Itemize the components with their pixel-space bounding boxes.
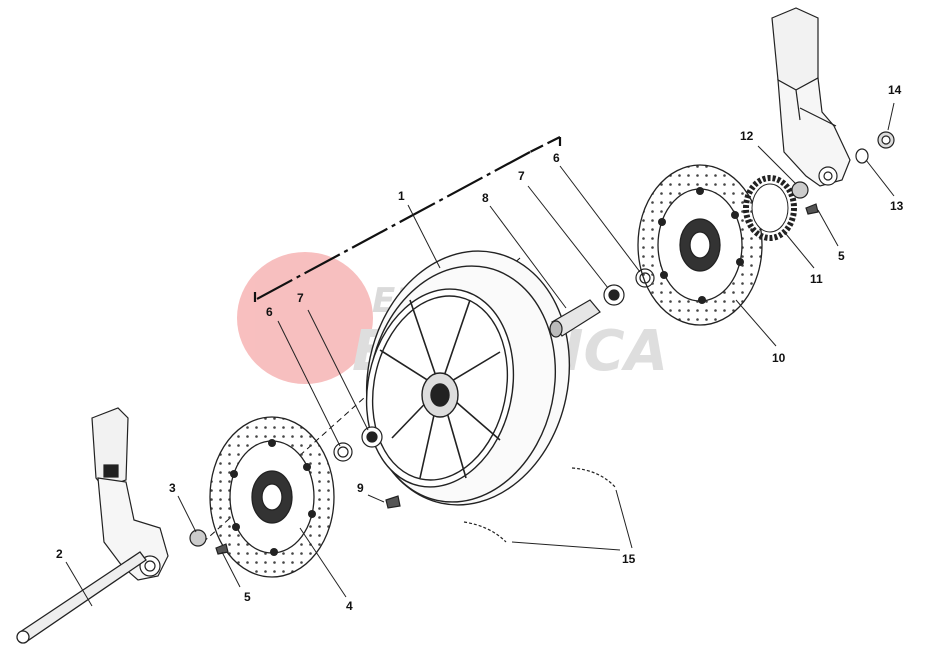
fork-leg-left xyxy=(91,407,169,581)
callout-labels: 1 2 3 4 5 5 6 6 7 7 8 9 10 11 12 13 14 1… xyxy=(56,83,904,613)
callout-2: 2 xyxy=(56,547,63,561)
callout-1: 1 xyxy=(398,189,405,203)
callout-3: 3 xyxy=(169,481,176,495)
axle-spacer xyxy=(549,299,601,338)
callout-4: 4 xyxy=(346,599,353,613)
callout-7-right: 7 xyxy=(518,169,525,183)
callout-15: 15 xyxy=(622,552,636,566)
small-parts-left xyxy=(189,467,617,555)
leader-lines xyxy=(65,102,895,607)
small-parts-right xyxy=(791,131,895,215)
callout-9: 9 xyxy=(357,481,364,495)
callout-6-right: 6 xyxy=(553,151,560,165)
callout-13: 13 xyxy=(890,199,904,213)
callout-12: 12 xyxy=(740,129,754,143)
callout-5-left: 5 xyxy=(244,590,251,604)
brake-disc-left xyxy=(209,416,335,578)
wheel-rim xyxy=(365,250,571,506)
callout-7-left: 7 xyxy=(297,291,304,305)
watermark-badge xyxy=(237,252,373,384)
callout-5-right: 5 xyxy=(838,249,845,263)
fork-leg-right xyxy=(771,7,851,187)
callout-11: 11 xyxy=(810,272,823,286)
brake-disc-right xyxy=(637,164,763,326)
callout-10: 10 xyxy=(772,351,786,365)
callout-8: 8 xyxy=(482,191,489,205)
tone-wheel xyxy=(743,175,797,241)
callout-6-left: 6 xyxy=(266,305,273,319)
callout-14: 14 xyxy=(888,83,902,97)
wheel-axle xyxy=(16,551,147,644)
